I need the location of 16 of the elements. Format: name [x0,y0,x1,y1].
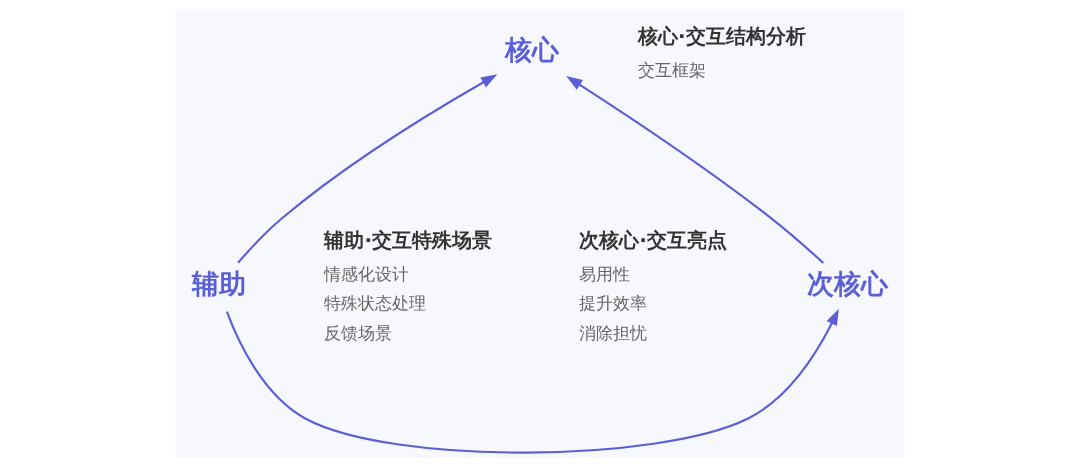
node-label: 提升效率 [579,292,648,313]
node-text: 辅助 [191,267,246,299]
arrow [237,73,498,263]
node-label: 核心·交互结构分析 [638,23,806,48]
arrow [566,75,825,264]
node-label: 反馈场景 [324,322,393,343]
node-label: 易用性 [579,263,631,284]
node-text: 次核心 [806,267,888,299]
node-label: 交互框架 [638,59,707,80]
arrow [225,308,839,454]
node-text: 核心 [505,33,560,65]
node-label: 次核心·交互亮点 [579,227,727,252]
node-label: 辅助·交互特殊场景 [324,227,493,252]
node-label: 消除担忧 [579,322,648,343]
node-label: 特殊状态处理 [324,292,427,313]
node-label: 情感化设计 [324,263,410,284]
